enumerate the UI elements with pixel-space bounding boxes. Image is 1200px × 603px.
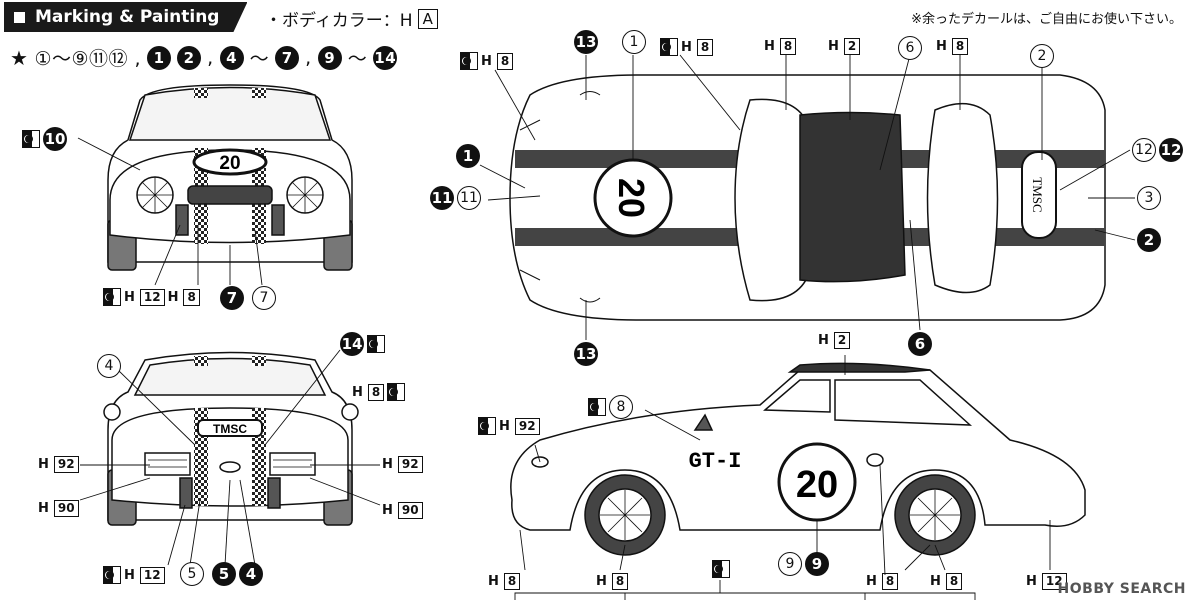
callout-front-10: 10 xyxy=(22,127,67,151)
decal-tilde: ～ xyxy=(347,48,368,70)
header-square-icon xyxy=(14,12,25,23)
top-view xyxy=(509,74,1106,321)
paint-marker-icon xyxy=(478,417,496,435)
callout-front-7o: 7 xyxy=(252,286,276,310)
top-badge: TMSC xyxy=(1030,177,1045,212)
decal-black-4: 4 xyxy=(219,45,244,70)
decal-sep: , xyxy=(305,46,312,69)
paint-marker-icon xyxy=(103,288,121,306)
callout-top-13-bottom: 13 xyxy=(574,342,598,366)
paint-marker-icon xyxy=(712,560,730,578)
callout-top-1b: 1 xyxy=(456,144,480,168)
body-color-code: A xyxy=(417,8,438,29)
callout-side-8: 8 xyxy=(588,395,633,419)
callout-top-1o: 1 xyxy=(622,30,646,54)
callout-rear-5o: 5 xyxy=(180,562,204,586)
decal-black-2: 2 xyxy=(177,45,202,70)
paint-marker-icon xyxy=(660,38,678,56)
side-number: 20 xyxy=(796,464,838,506)
rear-view xyxy=(103,351,359,526)
decal-black-14: 14 xyxy=(373,45,398,70)
callout-rear-4o: 4 xyxy=(97,354,121,378)
decal-sep: , xyxy=(207,46,214,69)
decal-black-9: 9 xyxy=(317,45,342,70)
paint-marker-icon xyxy=(588,398,606,416)
callout-side-marker xyxy=(712,560,730,578)
callout-top-2o: 2 xyxy=(1030,44,1054,68)
callout-top-3o: 3 xyxy=(1137,186,1161,210)
paint-marker-icon xyxy=(22,130,40,148)
callout-front-7b: 7 xyxy=(220,286,244,310)
leader-lines xyxy=(77,54,1136,600)
callout-rear-14: 14 xyxy=(340,332,385,356)
decal-black-7: 7 xyxy=(275,45,300,70)
paint-marker-icon xyxy=(103,566,121,584)
rear-badge: TMSC xyxy=(213,422,247,436)
leftover-decal-note: ※余ったデカールは、ご自由にお使い下さい。 xyxy=(911,12,1182,27)
header-title: Marking & Painting xyxy=(35,7,220,27)
paint-marker-icon xyxy=(367,335,385,353)
watermark: HOBBY SEARCH xyxy=(1057,581,1186,597)
top-number: 20 xyxy=(611,178,652,218)
callout-top-6b: 6 xyxy=(908,332,932,356)
star-icon: ★ xyxy=(10,45,29,70)
decal-list: ★ ①～⑨⑪⑫ , 1 2 , 4 ～ 7 , 9 ～ 14 xyxy=(10,44,398,71)
front-number: 20 xyxy=(219,153,240,174)
side-view xyxy=(510,362,1086,556)
callout-top-13-top: 13 xyxy=(574,30,598,54)
decal-list-outlined: ①～⑨⑪⑫ , xyxy=(34,48,142,70)
paint-marker-icon xyxy=(460,52,478,70)
front-view xyxy=(107,84,353,271)
decal-tilde: ～ xyxy=(249,48,270,70)
callout-top-6o: 6 xyxy=(898,36,922,60)
section-header: Marking & Painting xyxy=(4,2,247,32)
body-color-spec: ・ボディカラー：H A xyxy=(265,6,438,31)
decal-black-1: 1 xyxy=(147,45,172,70)
side-text: GT-I xyxy=(689,449,742,474)
paint-marker-icon xyxy=(387,383,406,401)
decal-black-10: 10 xyxy=(43,127,67,151)
body-color-label: ・ボディカラー：H xyxy=(265,11,413,31)
callout-top-2b: 2 xyxy=(1137,228,1161,252)
